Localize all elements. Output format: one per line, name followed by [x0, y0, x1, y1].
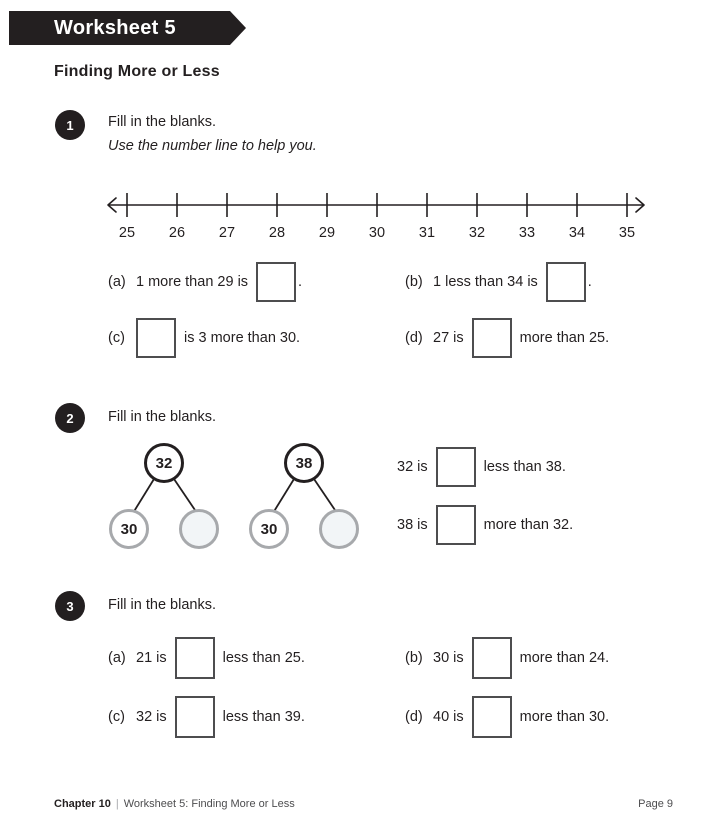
answer-box[interactable]	[256, 262, 297, 302]
item-period: .	[587, 274, 592, 290]
statement-text-before: 38 is	[397, 517, 428, 533]
question-1-item-b: (b) 1 less than 34 is .	[405, 262, 592, 302]
number-line-tick-label: 31	[418, 225, 436, 241]
answer-box[interactable]	[545, 262, 586, 302]
number-bond-part-left: 30	[249, 509, 289, 549]
answer-box[interactable]	[471, 696, 512, 738]
number-line-tick-label: 28	[268, 225, 286, 241]
item-letter: (c)	[108, 330, 125, 346]
number-bond-connectors	[132, 478, 198, 514]
number-line-tick-label: 34	[568, 225, 586, 241]
question-2-statement-2: 38 is more than 32.	[397, 505, 573, 545]
right-arrow-icon	[635, 197, 645, 213]
statement-text-after: less than 38.	[483, 459, 566, 475]
item-period: .	[298, 274, 303, 290]
item-letter: (a)	[108, 274, 126, 290]
number-bond-whole: 38	[284, 443, 324, 483]
item-letter: (b)	[405, 650, 423, 666]
question-2-instruction: Fill in the blanks.	[108, 409, 216, 425]
footer-title: Worksheet 5: Finding More or Less	[123, 798, 295, 810]
number-line-tick-label: 29	[318, 225, 336, 241]
number-bond-whole: 32	[144, 443, 184, 483]
question-3-item-c: (c) 32 is less than 39.	[108, 696, 305, 738]
page-footer: Chapter 10 | Worksheet 5: Finding More o…	[54, 798, 673, 810]
question-number-1: 1	[55, 110, 85, 140]
question-1-item-c: (c) is 3 more than 30.	[108, 318, 300, 358]
question-1-instruction-2: Use the number line to help you.	[108, 138, 317, 154]
number-line-tick-label: 35	[618, 225, 636, 241]
answer-box[interactable]	[471, 318, 512, 358]
item-letter: (b)	[405, 274, 423, 290]
item-text-before: 32 is	[136, 709, 167, 725]
number-line-tick-label: 27	[218, 225, 236, 241]
question-3-item-d: (d) 40 is more than 30.	[405, 696, 609, 738]
number-line-tick-label: 32	[468, 225, 486, 241]
answer-box[interactable]	[435, 447, 476, 487]
question-3-item-b: (b) 30 is more than 24.	[405, 637, 609, 679]
number-bond-1: 32 30	[109, 443, 239, 553]
item-text-after: less than 25.	[222, 650, 305, 666]
item-text-after: more than 24.	[519, 650, 610, 666]
footer-chapter: Chapter 10	[54, 798, 111, 810]
item-text-after: less than 39.	[222, 709, 305, 725]
number-line-axis	[107, 193, 645, 217]
item-text-before: 1 more than 29 is	[136, 274, 249, 290]
question-1-item-a: (a) 1 more than 29 is .	[108, 262, 302, 302]
answer-box[interactable]	[136, 318, 176, 358]
item-text-before: 27 is	[433, 330, 464, 346]
footer-separator: |	[115, 798, 119, 810]
question-2-statement-1: 32 is less than 38.	[397, 447, 566, 487]
number-line-tick-label: 30	[368, 225, 386, 241]
question-3-instruction: Fill in the blanks.	[108, 597, 216, 613]
item-text-after: is 3 more than 30.	[184, 330, 301, 346]
number-bond-part-right[interactable]	[319, 509, 359, 549]
item-text-after: more than 25.	[519, 330, 610, 346]
question-1-instruction: Fill in the blanks.	[108, 114, 216, 130]
worksheet-subtitle: Finding More or Less	[54, 63, 220, 80]
number-line-tick-label: 26	[168, 225, 186, 241]
item-text-before: 1 less than 34 is	[433, 274, 538, 290]
answer-box[interactable]	[174, 637, 215, 679]
question-1-item-d: (d) 27 is more than 25.	[405, 318, 609, 358]
item-text-after: more than 30.	[519, 709, 610, 725]
item-letter: (a)	[108, 650, 126, 666]
number-bond-connectors	[272, 478, 338, 514]
question-3-item-a: (a) 21 is less than 25.	[108, 637, 305, 679]
question-number-3: 3	[55, 591, 85, 621]
answer-box[interactable]	[435, 505, 476, 545]
left-arrow-icon	[107, 197, 117, 213]
footer-left: Chapter 10 | Worksheet 5: Finding More o…	[54, 798, 295, 810]
question-number-2: 2	[55, 403, 85, 433]
worksheet-title-banner: Worksheet 5	[9, 11, 246, 45]
number-bond-part-right[interactable]	[179, 509, 219, 549]
answer-box[interactable]	[471, 637, 512, 679]
statement-text-before: 32 is	[397, 459, 428, 475]
item-text-before: 21 is	[136, 650, 167, 666]
answer-box[interactable]	[174, 696, 215, 738]
number-bond-part-left: 30	[109, 509, 149, 549]
number-line-tick-label: 25	[118, 225, 136, 241]
item-text-before: 30 is	[433, 650, 464, 666]
item-letter: (d)	[405, 709, 423, 725]
footer-page-number: Page 9	[638, 798, 673, 810]
item-letter: (c)	[108, 709, 125, 725]
number-line: 25 26 27 28 29 30 31 32 33 34 35	[100, 185, 652, 245]
item-text-before: 40 is	[433, 709, 464, 725]
number-bond-2: 38 30	[249, 443, 379, 553]
worksheet-title: Worksheet 5	[54, 16, 176, 39]
statement-text-after: more than 32.	[483, 517, 574, 533]
item-letter: (d)	[405, 330, 423, 346]
number-line-tick-label: 33	[518, 225, 536, 241]
